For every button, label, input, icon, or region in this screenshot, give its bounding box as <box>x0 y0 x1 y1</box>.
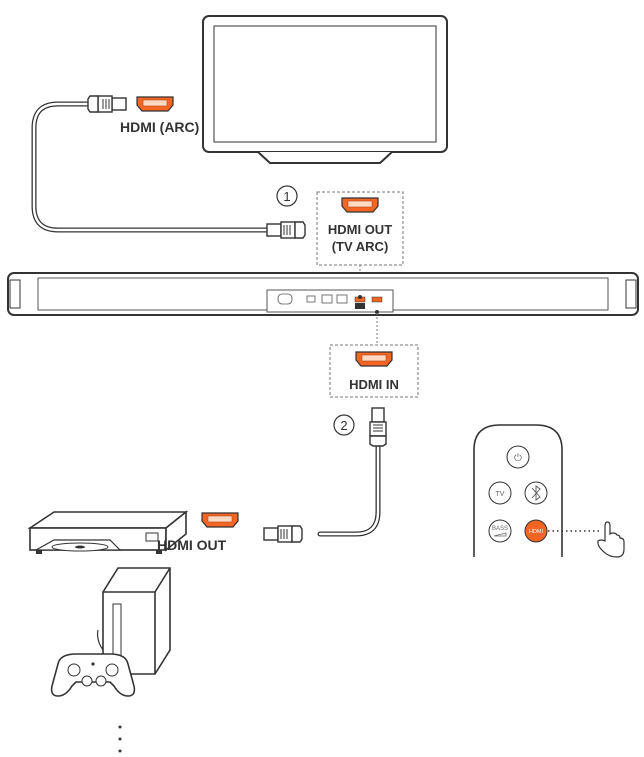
hdmi-plug-icon <box>266 221 306 239</box>
remote-control: ⏻ TV BASS HDMI <box>473 424 600 557</box>
game-controller-icon <box>50 653 136 697</box>
bass-button[interactable]: BASS <box>488 519 512 543</box>
tv-button[interactable]: TV <box>488 481 512 505</box>
hdmi-plug-icon <box>369 407 387 447</box>
hdmi-out-label: HDMI OUT <box>328 222 392 237</box>
tv-hdmi-arc-label: HDMI (ARC) <box>120 119 199 135</box>
tv-button-label: TV <box>496 491 505 498</box>
hdmi-button-label: HDMI <box>529 529 544 535</box>
pointing-hand-icon <box>597 521 625 558</box>
hdmi-in-label: HDMI IN <box>349 377 399 392</box>
more-devices-ellipsis <box>118 725 122 753</box>
hdmi-in-callout: HDMI IN <box>329 313 419 398</box>
tv-arc-label: (TV ARC) <box>332 239 389 254</box>
media-player <box>27 510 189 554</box>
soundbar-hdmi-out-port-icon <box>341 197 379 213</box>
power-icon: ⏻ <box>514 453 522 464</box>
step-1-marker: 1 <box>276 185 298 207</box>
hdmi-cable-2 <box>263 407 387 543</box>
bluetooth-button[interactable] <box>524 481 548 505</box>
tv-hdmi-arc-port-icon <box>136 96 174 112</box>
bass-button-label: BASS <box>492 526 508 532</box>
hdmi-plug-icon <box>263 525 303 543</box>
player-hdmi-out-label: HDMI OUT <box>157 537 227 553</box>
hdmi-plug-icon <box>87 95 127 113</box>
soundbar-hdmi-in-port-icon <box>355 351 393 367</box>
tv <box>202 15 448 164</box>
soundbar <box>7 272 639 316</box>
game-console <box>96 567 171 675</box>
power-button[interactable]: ⏻ <box>506 445 530 469</box>
player-hdmi-out-port-icon <box>201 512 239 528</box>
bluetooth-icon <box>531 485 541 501</box>
hdmi-cable-1 <box>31 95 306 239</box>
hdmi-button[interactable]: HDMI <box>524 519 548 543</box>
step-2-marker: 2 <box>333 414 355 436</box>
step-1-number: 1 <box>283 189 290 204</box>
hdmi-out-tv-arc-callout: HDMI OUT (TV ARC) <box>316 191 404 296</box>
step-2-number: 2 <box>340 418 347 433</box>
